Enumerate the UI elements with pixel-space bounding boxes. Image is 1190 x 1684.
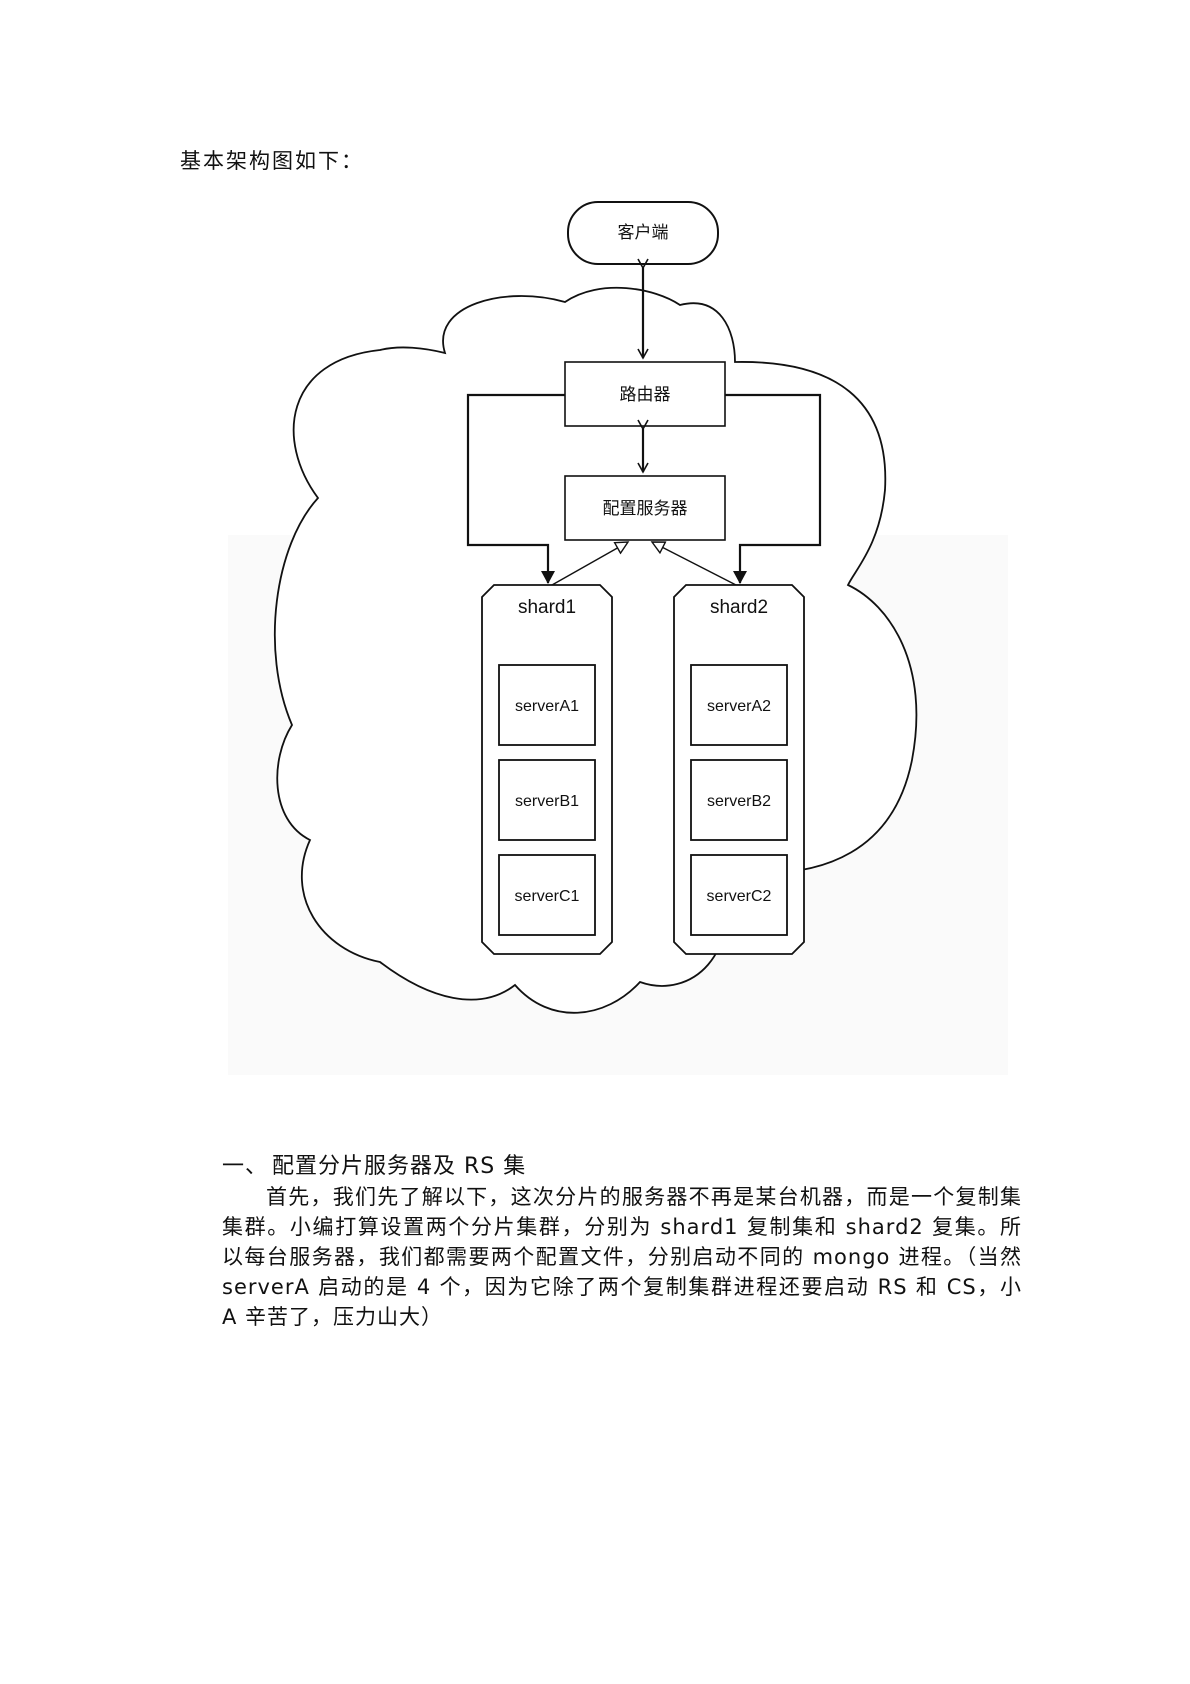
server-box: [690, 854, 788, 936]
intro-text: 基本架构图如下：: [180, 149, 364, 173]
server-label: serverA2: [707, 698, 771, 715]
section-body: 首先，我们先了解以下，这次分片的服务器不再是某台机器，而是一个复制集集群。小编打…: [222, 1185, 1022, 1329]
server-box: [690, 759, 788, 841]
server-label: serverB1: [515, 793, 579, 810]
server-box: [498, 664, 596, 746]
section-title: 配置分片服务器及 RS 集: [272, 1154, 527, 1179]
config-server-node: [564, 475, 726, 541]
server-box: [690, 664, 788, 746]
section-heading: 一、配置分片服务器及 RS 集: [222, 1148, 1022, 1180]
server-label: serverC1: [515, 888, 580, 905]
router-node: [564, 361, 726, 427]
server-label: serverC2: [707, 888, 772, 905]
server-label: serverA1: [515, 698, 579, 715]
client-label: 客户端: [618, 223, 669, 243]
shard2-label: shard2: [710, 597, 768, 618]
router-label: 路由器: [620, 385, 671, 405]
server-label: serverB2: [707, 793, 771, 810]
config-server-label: 配置服务器: [603, 499, 688, 519]
server-box: [498, 854, 596, 936]
server-box: [498, 759, 596, 841]
shard1-label: shard1: [518, 597, 576, 618]
architecture-diagram: 客户端 路由器 配置服务器 shard1 serverA1 serverB1 s…: [273, 201, 918, 1014]
shard1-config-link: [552, 542, 628, 585]
shard2-config-link: [652, 542, 736, 585]
section-number: 一、: [222, 1154, 269, 1179]
section-1: 一、配置分片服务器及 RS 集 首先，我们先了解以下，这次分片的服务器不再是某台…: [222, 1148, 1022, 1332]
